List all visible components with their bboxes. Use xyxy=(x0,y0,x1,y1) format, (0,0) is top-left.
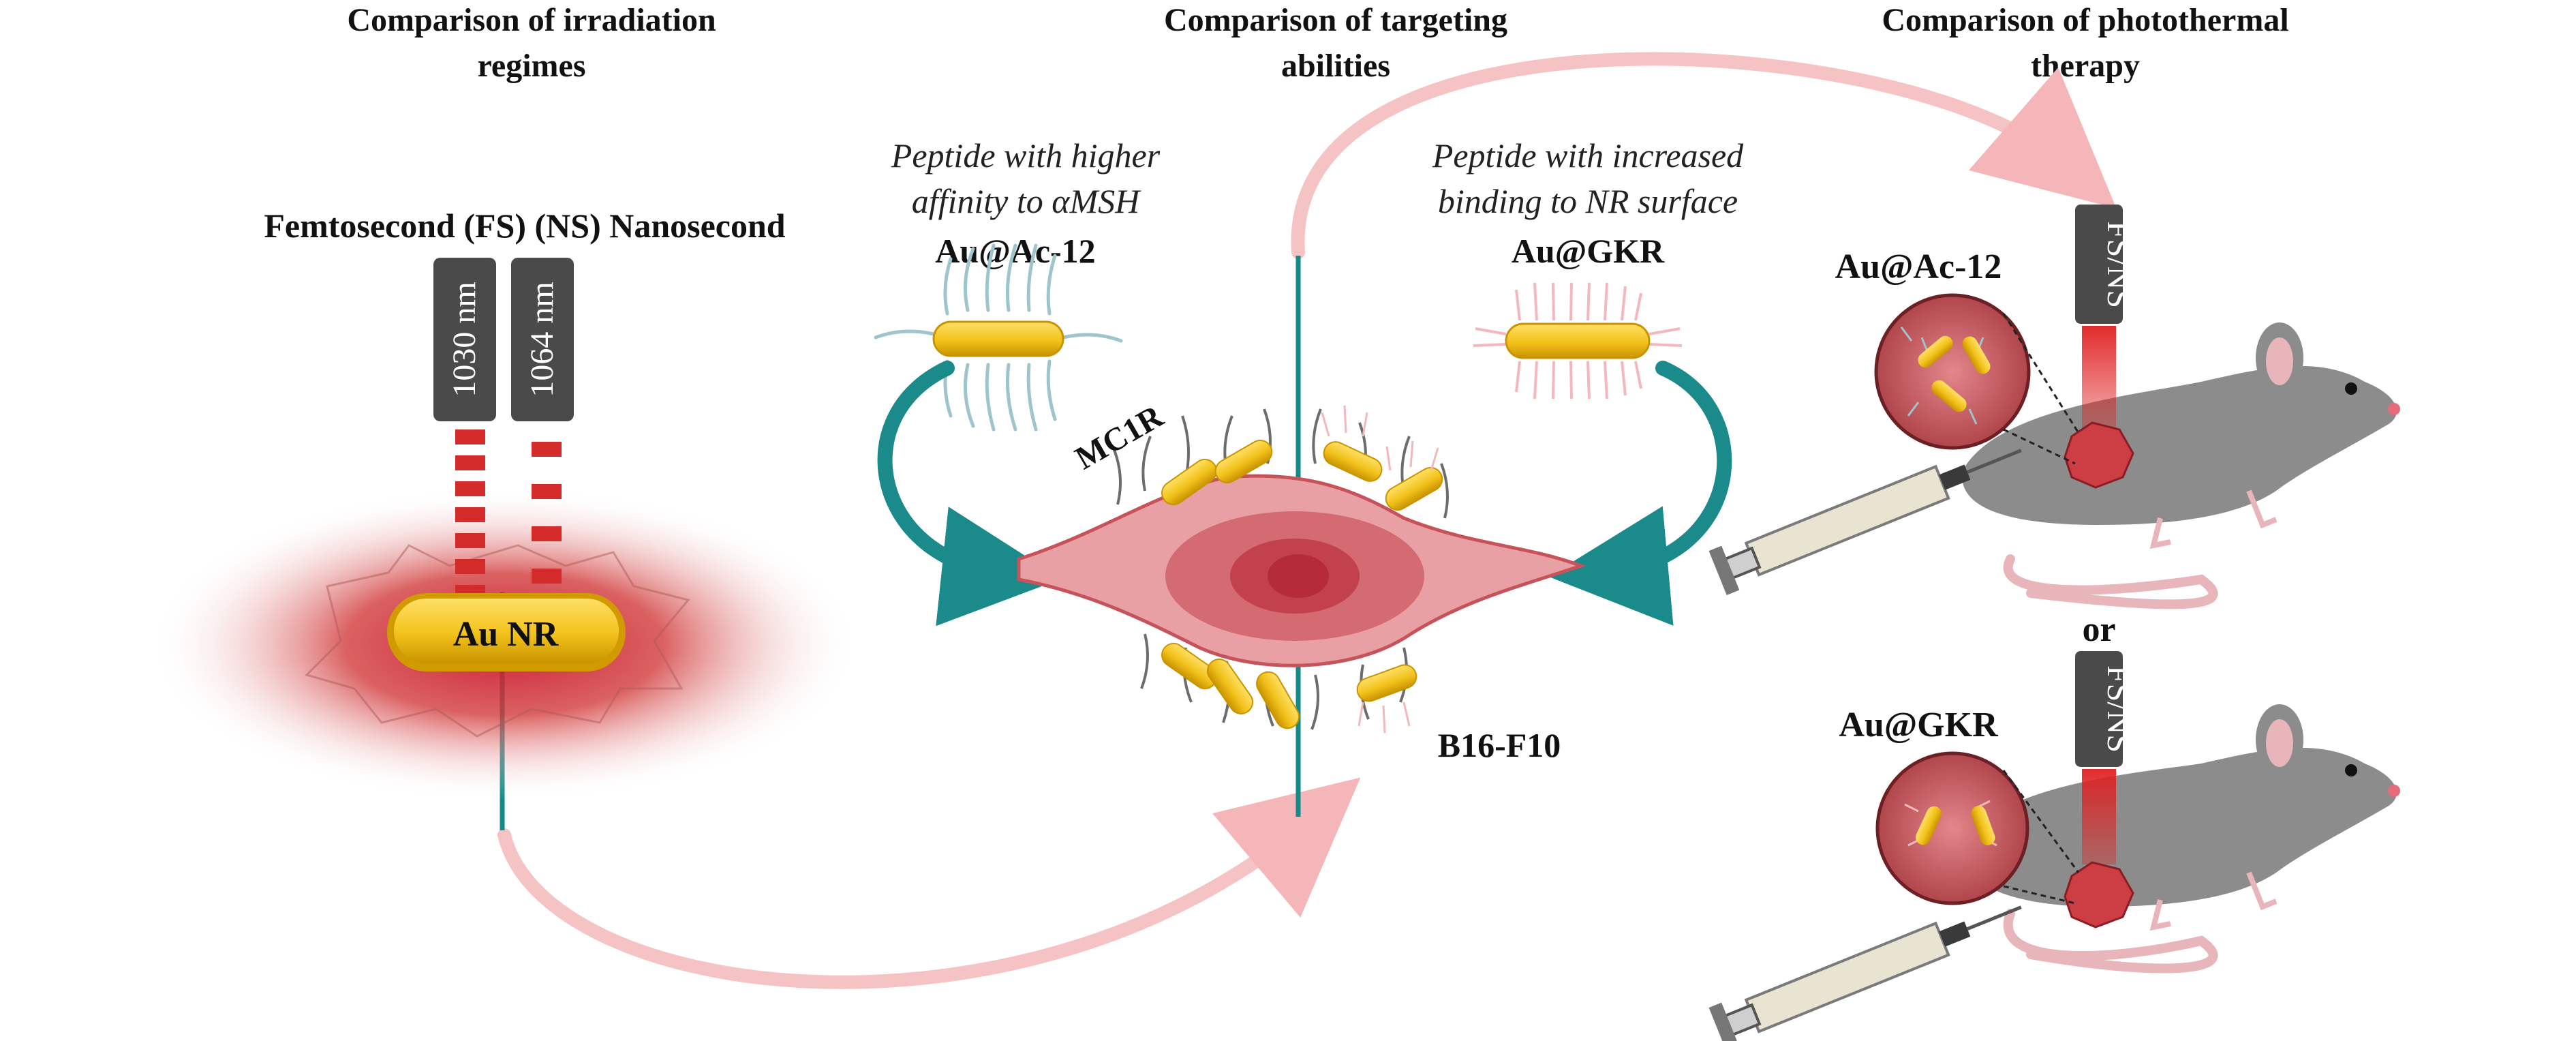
ns-pulse-beam xyxy=(532,442,562,584)
targeting-section-title: Comparison of targeting abilities xyxy=(1164,2,1507,84)
tumor-top xyxy=(2064,421,2134,489)
svg-text:abilities: abilities xyxy=(1281,48,1390,84)
gkr-label: Au@GKR xyxy=(1512,232,1665,270)
therapy-top-label: Au@Ac-12 xyxy=(1835,247,2002,286)
teal-arrow-left xyxy=(877,361,1062,627)
laser-tag-bottom: FS/NS xyxy=(2075,651,2136,767)
bound-nanorod-ligands xyxy=(1321,405,1439,734)
svg-text:affinity to αMSH: affinity to αMSH xyxy=(912,182,1141,220)
fs-pulse-beam xyxy=(455,429,485,600)
laser-beam-bottom xyxy=(2082,769,2116,864)
svg-text:Peptide with higher: Peptide with higher xyxy=(891,136,1161,175)
fs-wavelength-tag: 1030 nm xyxy=(433,258,496,421)
mouse-top xyxy=(1962,322,2400,609)
bound-nanorods xyxy=(1161,440,1443,729)
svg-text:Comparison of targeting: Comparison of targeting xyxy=(1164,2,1507,38)
ac12-nanorod-icon xyxy=(874,243,1123,432)
connector-arrow-top xyxy=(1291,52,2117,259)
tumor-zoom-top xyxy=(1874,293,2031,450)
therapy-bottom-label: Au@GKR xyxy=(1839,706,1999,744)
laser-beam-top xyxy=(2082,326,2116,428)
syringe-bottom xyxy=(1708,905,2022,1041)
tumor-bottom xyxy=(2064,861,2134,929)
laser-tag-top-label: FS/NS xyxy=(2100,221,2136,308)
svg-text:Comparison of photothermal: Comparison of photothermal xyxy=(1882,2,2288,38)
svg-text:therapy: therapy xyxy=(2031,48,2140,84)
gkr-nanorod-icon xyxy=(1473,282,1683,399)
connector-arrow-bottom xyxy=(497,777,1361,989)
fs-wavelength-label: 1030 nm xyxy=(446,282,482,397)
zoom-leader-lines xyxy=(2002,313,2080,905)
tumor-zoom-bottom xyxy=(1875,751,2029,905)
ns-wavelength-label: 1064 nm xyxy=(524,282,560,397)
ac12-description: Peptide with higher affinity to αMSH xyxy=(891,136,1161,220)
or-label: or xyxy=(2082,610,2115,649)
syringe-top xyxy=(1708,449,2022,595)
teal-arrow-right xyxy=(1548,361,1732,626)
svg-text:Comparison of irradiation: Comparison of irradiation xyxy=(347,2,716,38)
svg-text:Peptide with increased: Peptide with increased xyxy=(1432,136,1744,175)
gkr-description: Peptide with increased binding to NR sur… xyxy=(1432,136,1744,220)
nanorod-label: Au NR xyxy=(453,615,559,654)
irradiation-regimes-label: Femtosecond (FS) (NS) Nanosecond xyxy=(264,207,785,245)
laser-tag-top: FS/NS xyxy=(2075,205,2136,324)
ns-wavelength-tag: 1064 nm xyxy=(511,258,574,421)
melanoma-cell xyxy=(1017,474,1586,667)
gold-nanorod xyxy=(387,593,626,672)
svg-text:binding to NR surface: binding to NR surface xyxy=(1438,182,1738,220)
therapy-section-title: Comparison of photothermal therapy xyxy=(1882,2,2288,84)
irradiation-section-title: Comparison of irradiation regimes xyxy=(347,2,716,84)
laser-tag-bottom-label: FS/NS xyxy=(2100,665,2136,753)
mouse-bottom xyxy=(1962,704,2400,974)
svg-text:regimes: regimes xyxy=(477,48,585,84)
cell-label: B16-F10 xyxy=(1438,726,1561,764)
